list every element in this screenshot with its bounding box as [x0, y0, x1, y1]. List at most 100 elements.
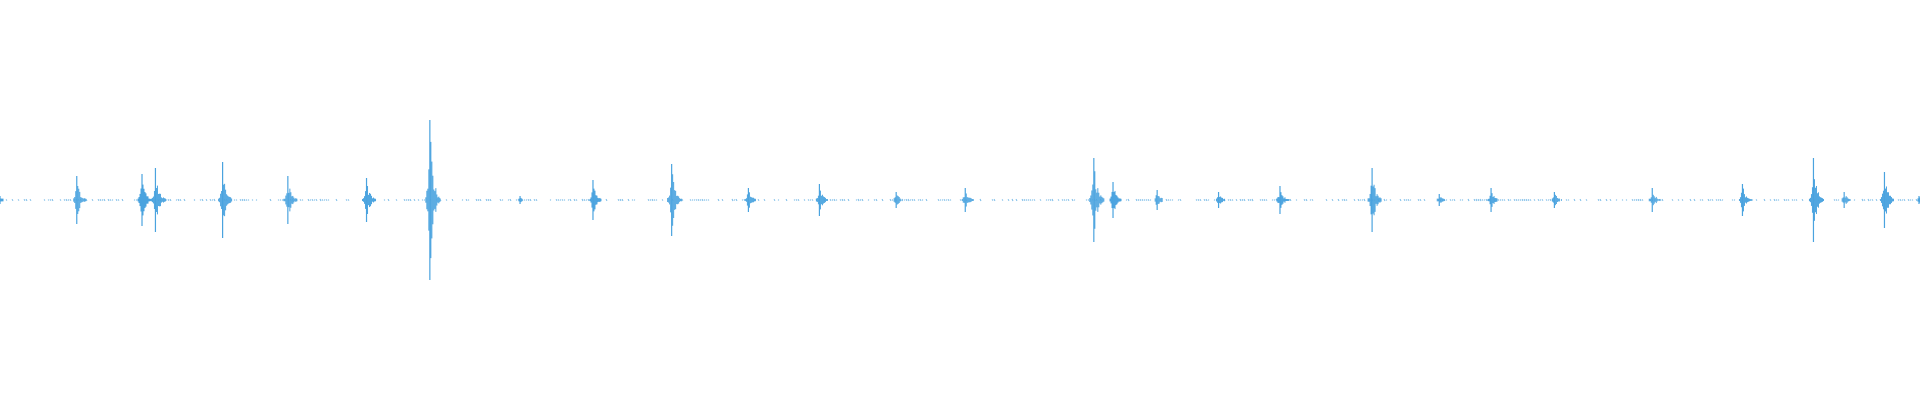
- baseline-sample: [835, 199, 838, 201]
- baseline-sample: [43, 199, 46, 201]
- baseline-sample: [903, 199, 906, 201]
- baseline-sample: [1001, 199, 1004, 201]
- baseline-sample: [777, 199, 780, 201]
- baseline-sample: [1497, 199, 1500, 201]
- baseline-sample: [1547, 199, 1550, 201]
- baseline-sample: [1545, 199, 1548, 201]
- waveform-spike: [1216, 192, 1226, 208]
- baseline-sample: [461, 199, 464, 201]
- baseline-sample: [1871, 199, 1874, 201]
- baseline-sample: [169, 198, 172, 202]
- baseline-sample: [1353, 198, 1356, 202]
- waveform-spike: [1879, 172, 1894, 228]
- baseline-sample: [605, 198, 608, 202]
- baseline-sample: [321, 199, 324, 201]
- baseline-sample: [1585, 199, 1588, 201]
- baseline-sample: [17, 199, 20, 201]
- baseline-sample: [1051, 198, 1054, 202]
- baseline-sample: [1337, 198, 1340, 202]
- baseline-sample: [1533, 199, 1536, 201]
- baseline-sample: [1249, 199, 1252, 201]
- baseline-sample: [323, 199, 326, 201]
- baseline-sample: [1027, 199, 1030, 201]
- baseline-sample: [335, 198, 338, 202]
- baseline-sample: [529, 198, 532, 202]
- baseline-sample: [1641, 199, 1644, 201]
- baseline-sample: [1549, 198, 1552, 202]
- baseline-sample: [651, 198, 654, 202]
- baseline-sample: [177, 198, 180, 202]
- baseline-sample: [1775, 199, 1778, 201]
- baseline-sample: [633, 199, 636, 201]
- baseline-sample: [1635, 199, 1638, 201]
- baseline-sample: [1409, 199, 1412, 201]
- baseline-sample: [1345, 199, 1348, 201]
- baseline-sample: [239, 199, 242, 201]
- baseline-sample: [855, 199, 858, 201]
- waveform-spike: [425, 120, 441, 280]
- baseline-sample: [279, 199, 282, 201]
- baseline-sample: [1135, 198, 1138, 202]
- baseline-sample: [1023, 198, 1026, 202]
- baseline-sample: [945, 199, 948, 201]
- baseline-sample: [523, 199, 526, 201]
- baseline-sample: [325, 199, 328, 201]
- baseline-sample: [319, 198, 322, 202]
- baseline-sample: [1021, 198, 1024, 202]
- baseline-sample: [65, 198, 68, 202]
- baseline-sample: [695, 199, 698, 201]
- baseline-sample: [1715, 199, 1718, 201]
- baseline-sample: [1207, 199, 1210, 201]
- waveform-spike: [218, 162, 233, 238]
- baseline-sample: [1689, 198, 1692, 202]
- baseline-sample: [925, 198, 928, 202]
- baseline-sample: [1693, 198, 1696, 202]
- baseline-sample: [135, 199, 138, 201]
- baseline-sample: [1793, 199, 1796, 201]
- baseline-sample: [1605, 198, 1608, 202]
- baseline-sample: [1867, 198, 1870, 202]
- baseline-sample: [693, 199, 696, 201]
- baseline-sample: [1359, 199, 1362, 201]
- baseline-sample: [1127, 198, 1130, 202]
- baseline-sample: [549, 199, 552, 201]
- baseline-sample: [1071, 198, 1074, 202]
- baseline-sample: [1639, 198, 1642, 202]
- baseline-sample: [1243, 198, 1246, 202]
- baseline-sample: [1525, 198, 1528, 202]
- baseline-sample: [1031, 199, 1034, 201]
- baseline-sample: [1907, 198, 1910, 202]
- baseline-sample: [1861, 198, 1864, 202]
- baseline-sample: [1039, 199, 1042, 201]
- baseline-sample: [917, 199, 920, 201]
- baseline-sample: [653, 199, 656, 201]
- baseline-sample: [465, 199, 468, 201]
- baseline-sample: [47, 199, 50, 201]
- waveform-spike: [1436, 194, 1445, 206]
- baseline-sample: [563, 199, 566, 201]
- baseline-sample: [731, 198, 734, 202]
- baseline-sample: [1361, 199, 1364, 201]
- baseline-sample: [387, 198, 390, 202]
- baseline-sample: [179, 198, 182, 202]
- baseline-sample: [867, 199, 870, 201]
- baseline-sample: [121, 198, 124, 202]
- baseline-sample: [1787, 199, 1790, 201]
- baseline-sample: [1007, 199, 1010, 201]
- baseline-sample: [1499, 199, 1502, 201]
- baseline-sample: [467, 199, 470, 201]
- baseline-sample: [1065, 199, 1068, 201]
- baseline-sample: [807, 199, 810, 201]
- baseline-sample: [875, 198, 878, 202]
- baseline-sample: [97, 198, 100, 202]
- baseline-sample: [1481, 199, 1484, 201]
- baseline-sample: [1263, 199, 1266, 201]
- baseline-sample: [757, 199, 760, 201]
- baseline-sample: [1801, 198, 1804, 202]
- baseline-sample: [1899, 198, 1902, 202]
- baseline-sample: [109, 199, 112, 201]
- baseline-sample: [911, 199, 914, 201]
- baseline-sample: [861, 198, 864, 202]
- waveform-spike: [1551, 192, 1562, 208]
- baseline-sample: [1915, 198, 1918, 202]
